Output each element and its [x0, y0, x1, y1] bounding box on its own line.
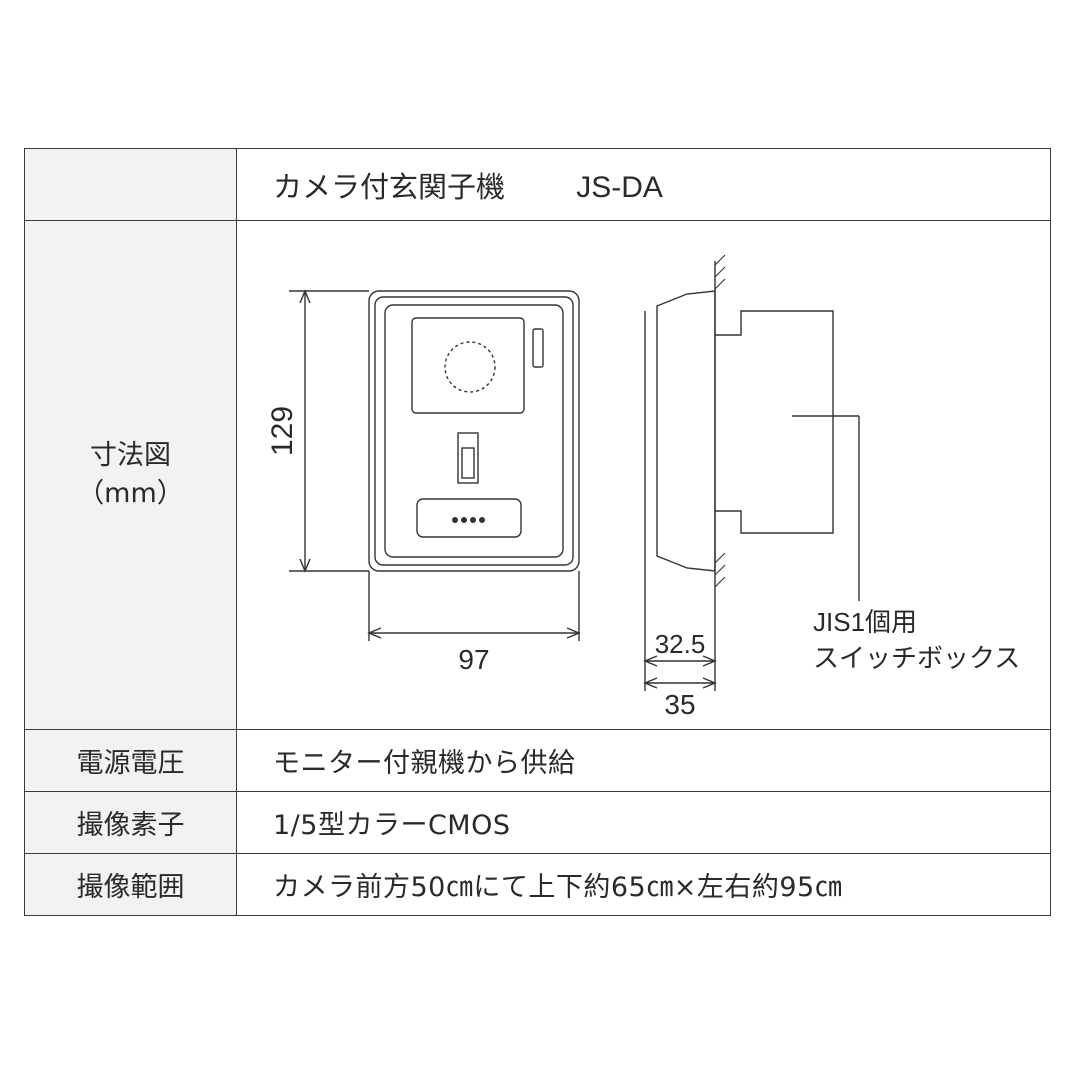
model-number: JS-DA — [576, 170, 663, 204]
diagram-row: 寸法図 （mm） — [24, 220, 1051, 730]
diagram-label-cell: 寸法図 （mm） — [24, 220, 237, 730]
diagram-label: 寸法図 — [90, 440, 171, 471]
spec-label: 電源電圧 — [24, 729, 237, 792]
depth-outer-dimension-label: 35 — [664, 689, 695, 720]
spec-row-range: 撮像範囲 カメラ前方50㎝にて上下約65㎝×左右約95㎝ — [24, 853, 1051, 916]
diagram-unit-label: （mm） — [77, 478, 184, 509]
spec-table: カメラ付玄関子機 JS-DA 寸法図 （mm） — [24, 148, 1051, 916]
dimension-drawing: 129 97 32.5 35 JIS1個用 スイッチボックス — [266, 254, 1020, 720]
title-cell: カメラ付玄関子機 JS-DA — [236, 148, 1051, 221]
spec-value: 1/5型カラーCMOS — [236, 791, 1051, 854]
switch-box-label-line2: スイッチボックス — [813, 643, 1020, 673]
dimension-drawing-cell: 129 97 32.5 35 JIS1個用 スイッチボックス — [236, 220, 1051, 730]
spec-label: 撮像素子 — [24, 791, 237, 854]
spec-value: カメラ前方50㎝にて上下約65㎝×左右約95㎝ — [236, 853, 1051, 916]
spec-value: モニター付親機から供給 — [236, 729, 1051, 792]
spec-row-sensor: 撮像素子 1/5型カラーCMOS — [24, 791, 1051, 854]
product-name: カメラ付玄関子機 — [273, 169, 506, 204]
spec-row-power: 電源電圧 モニター付親機から供給 — [24, 729, 1051, 792]
title-header-cell — [24, 148, 237, 221]
switch-box-label-line1: JIS1個用 — [813, 607, 917, 637]
title-row: カメラ付玄関子機 JS-DA — [24, 148, 1051, 221]
height-dimension-label: 129 — [266, 406, 299, 456]
width-dimension-label: 97 — [458, 644, 489, 675]
spec-label: 撮像範囲 — [24, 853, 237, 916]
depth-inner-dimension-label: 32.5 — [655, 629, 706, 659]
